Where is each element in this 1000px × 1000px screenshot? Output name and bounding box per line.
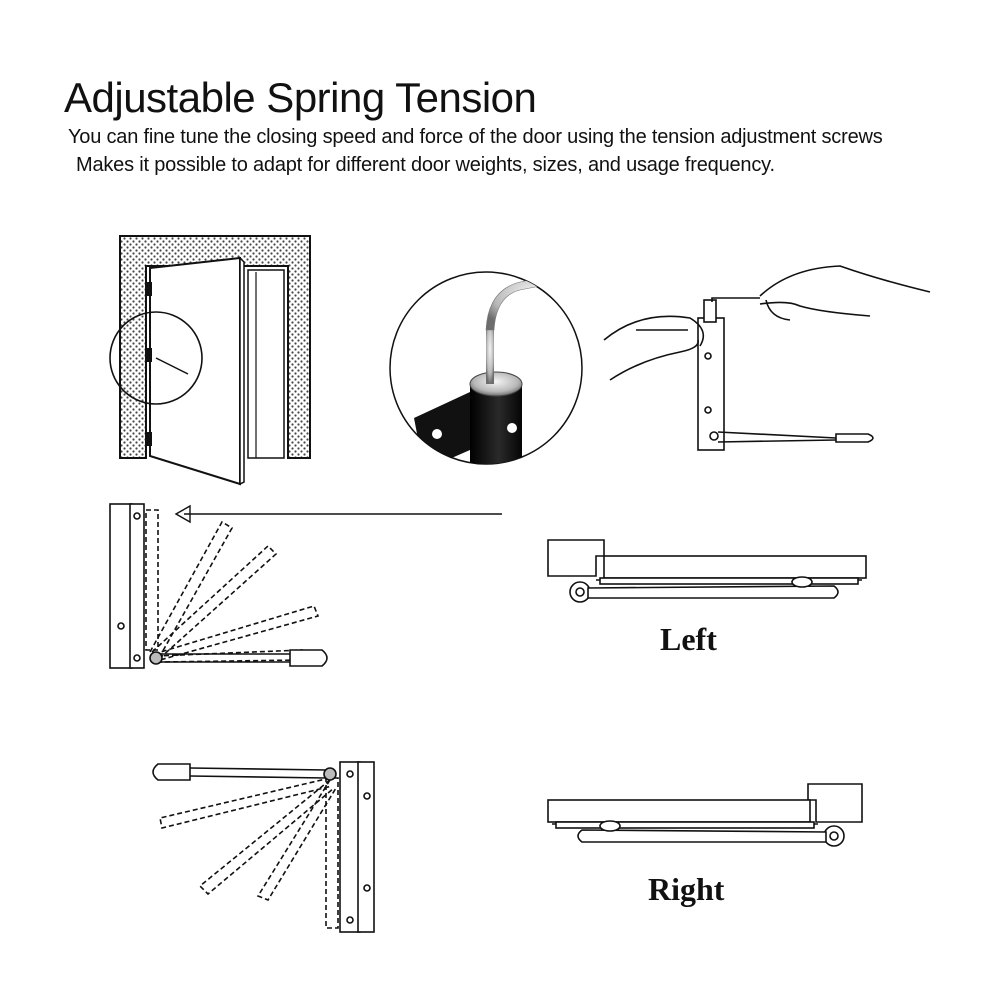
closer-side-view-right [547, 783, 863, 847]
swing-range-right [152, 761, 375, 933]
page-title: Adjustable Spring Tension [64, 74, 537, 121]
door-frame-illustration [109, 235, 311, 486]
description-line-2: Makes it possible to adapt for different… [76, 154, 775, 176]
allen-key-closeup [389, 271, 583, 465]
swing-range-left [109, 503, 328, 669]
description-line-1: You can fine tune the closing speed and … [68, 126, 883, 148]
hands-adjusting-hinge [603, 265, 931, 451]
right-label: Right [648, 871, 725, 907]
left-label: Left [660, 621, 717, 657]
direction-arrow [174, 504, 502, 524]
closer-side-view-left [547, 539, 867, 603]
